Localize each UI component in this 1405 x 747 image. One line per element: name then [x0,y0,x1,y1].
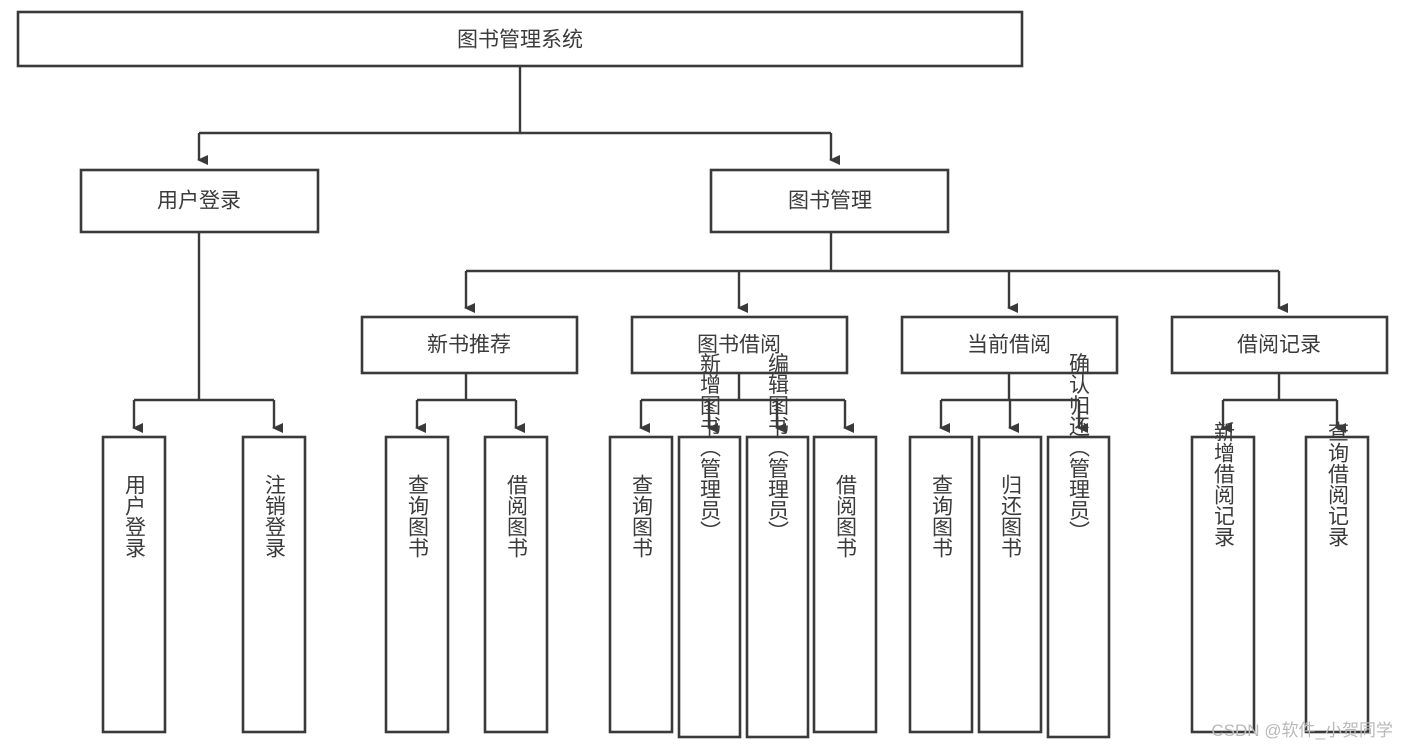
leaf-book-borrow-0[interactable]: 查询图书 [608,435,674,734]
edge-group-new-book-recommend-to-leaves [415,373,525,433]
leaf-label: 借阅图书 [834,474,858,558]
node-new-book-recommend[interactable]: 新书推荐 [360,315,579,375]
edge-group-user-login-to-leaves [132,232,283,433]
leaf-label: 新增图书（管理员） [698,353,722,542]
leaf-box[interactable] [812,435,878,734]
leaf-label: 借阅图书 [505,474,529,558]
node-book-manage-box[interactable] [709,168,950,234]
edge-group-book-borrow-to-leaves [639,373,854,433]
node-current-borrow[interactable]: 当前借阅 [900,315,1119,375]
leaf-label: 新增借阅记录 [1212,421,1236,547]
leaf-box[interactable] [977,435,1043,734]
leaf-borrow-record-0[interactable]: 新增借阅记录 [1190,421,1256,734]
leaf-book-borrow-3[interactable]: 借阅图书 [812,435,878,734]
leaf-label: 归还图书 [999,474,1023,558]
node-book-borrow-box[interactable] [630,315,849,375]
leaf-label: 注销登录 [263,474,287,558]
node-borrow-record-box[interactable] [1170,315,1389,375]
node-root-label: 图书管理系统 [457,29,583,52]
leaf-new-book-recommend-0[interactable]: 查询图书 [384,435,450,734]
leaf-book-borrow-1[interactable]: 新增图书（管理员） [677,353,742,739]
leaf-current-borrow-2[interactable]: 确认归还（管理员） [1046,353,1111,739]
node-book-borrow[interactable]: 图书借阅 [630,315,849,375]
leaf-box[interactable] [1190,435,1256,734]
leaf-book-borrow-2[interactable]: 编辑图书（管理员） [745,353,810,739]
leaf-label: 查询图书 [406,474,430,558]
edge-group-borrow-record-to-leaves [1221,373,1346,433]
node-borrow-record-label: 借阅记录 [1237,334,1321,357]
leaf-user-login-1[interactable]: 注销登录 [241,435,307,734]
leaf-label: 编辑图书（管理员） [766,353,790,542]
leaf-label: 查询图书 [930,474,954,558]
node-root[interactable]: 图书管理系统 [16,10,1024,68]
leaf-box[interactable] [101,435,167,734]
leaf-label: 查询借阅记录 [1326,421,1350,547]
leaf-box[interactable] [384,435,450,734]
node-book-borrow-label: 图书借阅 [697,334,781,357]
node-book-manage-label: 图书管理 [788,190,872,213]
node-user-login-label: 用户登录 [157,190,241,213]
leaf-new-book-recommend-1[interactable]: 借阅图书 [483,435,549,734]
node-book-manage[interactable]: 图书管理 [709,168,950,234]
leaf-box[interactable] [608,435,674,734]
node-current-borrow-label: 当前借阅 [967,334,1051,357]
node-borrow-record[interactable]: 借阅记录 [1170,315,1389,375]
node-new-book-recommend-label: 新书推荐 [427,334,511,357]
edge-group-current-borrow-to-leaves [939,373,1088,433]
leaf-user-login-0[interactable]: 用户登录 [101,435,167,734]
leaf-current-borrow-0[interactable]: 查询图书 [908,435,974,734]
leaf-current-borrow-1[interactable]: 归还图书 [977,435,1043,734]
leaf-box[interactable] [1046,435,1111,739]
leaf-box[interactable] [677,435,742,739]
leaf-borrow-record-1[interactable]: 查询借阅记录 [1304,421,1370,734]
edge-group-booksmanage-to-level3 [464,232,1288,313]
leaf-label: 用户登录 [123,474,147,558]
leaf-label: 查询图书 [630,474,654,558]
leaf-box[interactable] [908,435,974,734]
leaf-box[interactable] [1304,435,1370,734]
leaf-box[interactable] [241,435,307,734]
node-user-login[interactable]: 用户登录 [79,168,320,234]
edge-group-root-to-level2 [197,66,840,165]
leaf-label: 确认归还（管理员） [1067,353,1091,542]
node-root-box[interactable] [16,10,1024,68]
leaf-box[interactable] [745,435,810,739]
leaf-box[interactable] [483,435,549,734]
node-user-login-box[interactable] [79,168,320,234]
node-current-borrow-box[interactable] [900,315,1119,375]
node-new-book-recommend-box[interactable] [360,315,579,375]
